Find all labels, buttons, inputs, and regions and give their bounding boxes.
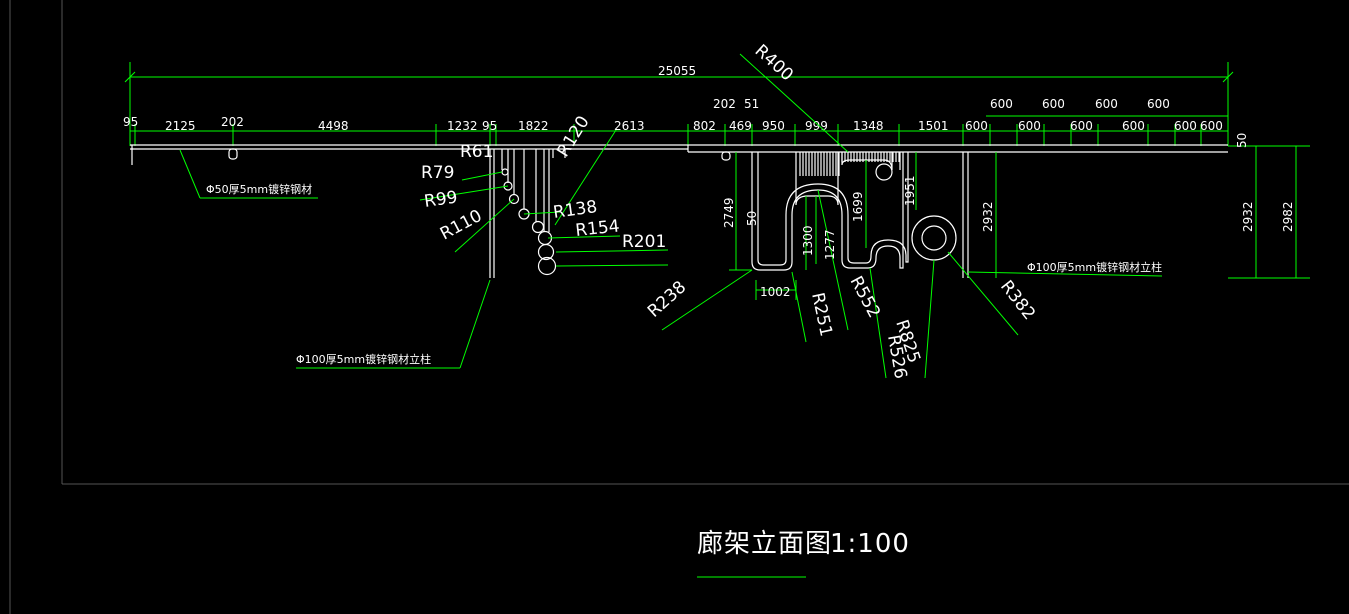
vdim-50: 50 [745,211,759,226]
radius-r238: R238 [644,277,690,321]
material-notes: Φ50厚5mm镀锌钢材 Φ100厚5mm镀锌钢材立柱 Φ100厚5mm镀锌钢材立… [206,182,1162,366]
drawing-frame [9,0,1349,614]
dim-950: 950 [762,119,785,133]
drawing-scale: 1:100 [830,529,910,559]
dim-802: 802 [693,119,716,133]
dim-4498: 4498 [318,119,349,133]
vdim-2982: 2982 [1281,201,1295,232]
overall-dimension-text: 25055 [658,64,696,78]
curved-frames [751,152,969,278]
vdim-1277: 1277 [823,229,837,260]
vertical-dimensions [729,145,1310,300]
dim-999: 999 [805,119,828,133]
radius-r400: R400 [751,41,797,85]
dim-469: 469 [729,119,752,133]
vdim-1300: 1300 [801,225,815,256]
dim-95b: 95 [482,119,497,133]
hdim-1002: 1002 [760,285,791,299]
dim-202-51a: 202 [713,97,736,111]
radius-r552: R552 [846,273,884,321]
overall-dimension-line [124,62,1234,146]
drawing-title: 廊架立面图 [697,529,832,559]
dim-upper-600c: 600 [1095,97,1118,111]
vdim-2932b: 2932 [1241,201,1255,232]
beam-hatching [799,152,900,176]
dim-1822: 1822 [518,119,549,133]
note-pipe-50: Φ50厚5mm镀锌钢材 [206,182,312,196]
note-post-right: Φ100厚5mm镀锌钢材立柱 [1027,260,1162,274]
radius-r251: R251 [807,291,836,338]
vdim-50b: 50 [1235,133,1249,148]
dim-600d: 600 [1122,119,1145,133]
dim-95: 95 [123,115,138,129]
dim-202: 202 [221,115,244,129]
radius-r120: R120 [553,113,593,161]
dimension-texts: 95 2125 202 4498 1232 95 1822 2613 802 4… [123,97,1223,133]
dim-1232: 1232 [447,119,478,133]
vdim-2932a: 2932 [981,201,995,232]
radius-r154: R154 [574,216,620,241]
dim-1348: 1348 [853,119,884,133]
dim-1501: 1501 [918,119,949,133]
vertical-dimension-texts: 2749 50 1300 1277 1699 1951 2932 2932 29… [722,133,1295,299]
dim-600b: 600 [1018,119,1041,133]
dim-upper-600b: 600 [1042,97,1065,111]
radius-r99: R99 [423,187,459,211]
pendant-group [489,149,566,278]
radius-r110: R110 [437,206,485,244]
leader-lines [179,53,1163,379]
dim-upper-600d: 600 [1147,97,1170,111]
dimension-chain [130,115,1228,146]
dim-600f: 600 [1200,119,1223,133]
drawing-title-block: 廊架立面图 1:100 [697,529,910,578]
dim-202-51b: 51 [744,97,759,111]
main-beam [130,144,1228,165]
dim-600a: 600 [965,119,988,133]
dim-upper-600a: 600 [990,97,1013,111]
radius-r201: R201 [622,232,666,252]
dim-2125: 2125 [165,119,196,133]
vdim-1951: 1951 [903,175,917,206]
radius-r79: R79 [421,163,454,183]
dim-2613: 2613 [614,119,645,133]
vdim-2749: 2749 [722,197,736,228]
note-post-left: Φ100厚5mm镀锌钢材立柱 [296,352,431,366]
vdim-1699: 1699 [851,191,865,222]
radius-r61: R61 [460,142,493,162]
dim-600c: 600 [1070,119,1093,133]
dim-600e: 600 [1174,119,1197,133]
